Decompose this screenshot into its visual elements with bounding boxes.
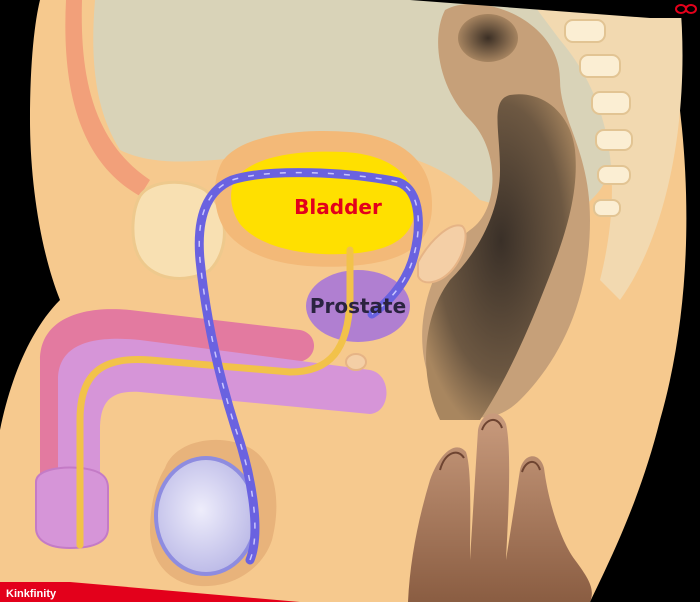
- brand-name: Kinkfinity: [6, 588, 57, 600]
- brand-strip-top: [410, 0, 700, 18]
- abdominal-wall: [65, 0, 150, 196]
- vertebrae: [564, 19, 633, 217]
- seminal-vesicle: [417, 224, 467, 284]
- sacrum: [530, 0, 683, 300]
- vas-deferens-flow: [198, 171, 420, 561]
- brand-band-bottom: [0, 582, 300, 602]
- infinity-icon: [675, 4, 697, 14]
- urethra: [76, 246, 354, 549]
- prostate: [306, 270, 410, 342]
- testis: [154, 456, 258, 576]
- brand-logo: [410, 0, 700, 18]
- bladder-label: Bladder: [294, 195, 382, 219]
- glans: [35, 466, 109, 550]
- intestine-section: [458, 14, 518, 62]
- hand-illustration: [408, 413, 592, 602]
- prostate-label: Prostate: [310, 294, 406, 318]
- rectum: [426, 94, 576, 420]
- cowper-gland: [345, 353, 367, 371]
- corpus-spongiosum: [58, 338, 387, 488]
